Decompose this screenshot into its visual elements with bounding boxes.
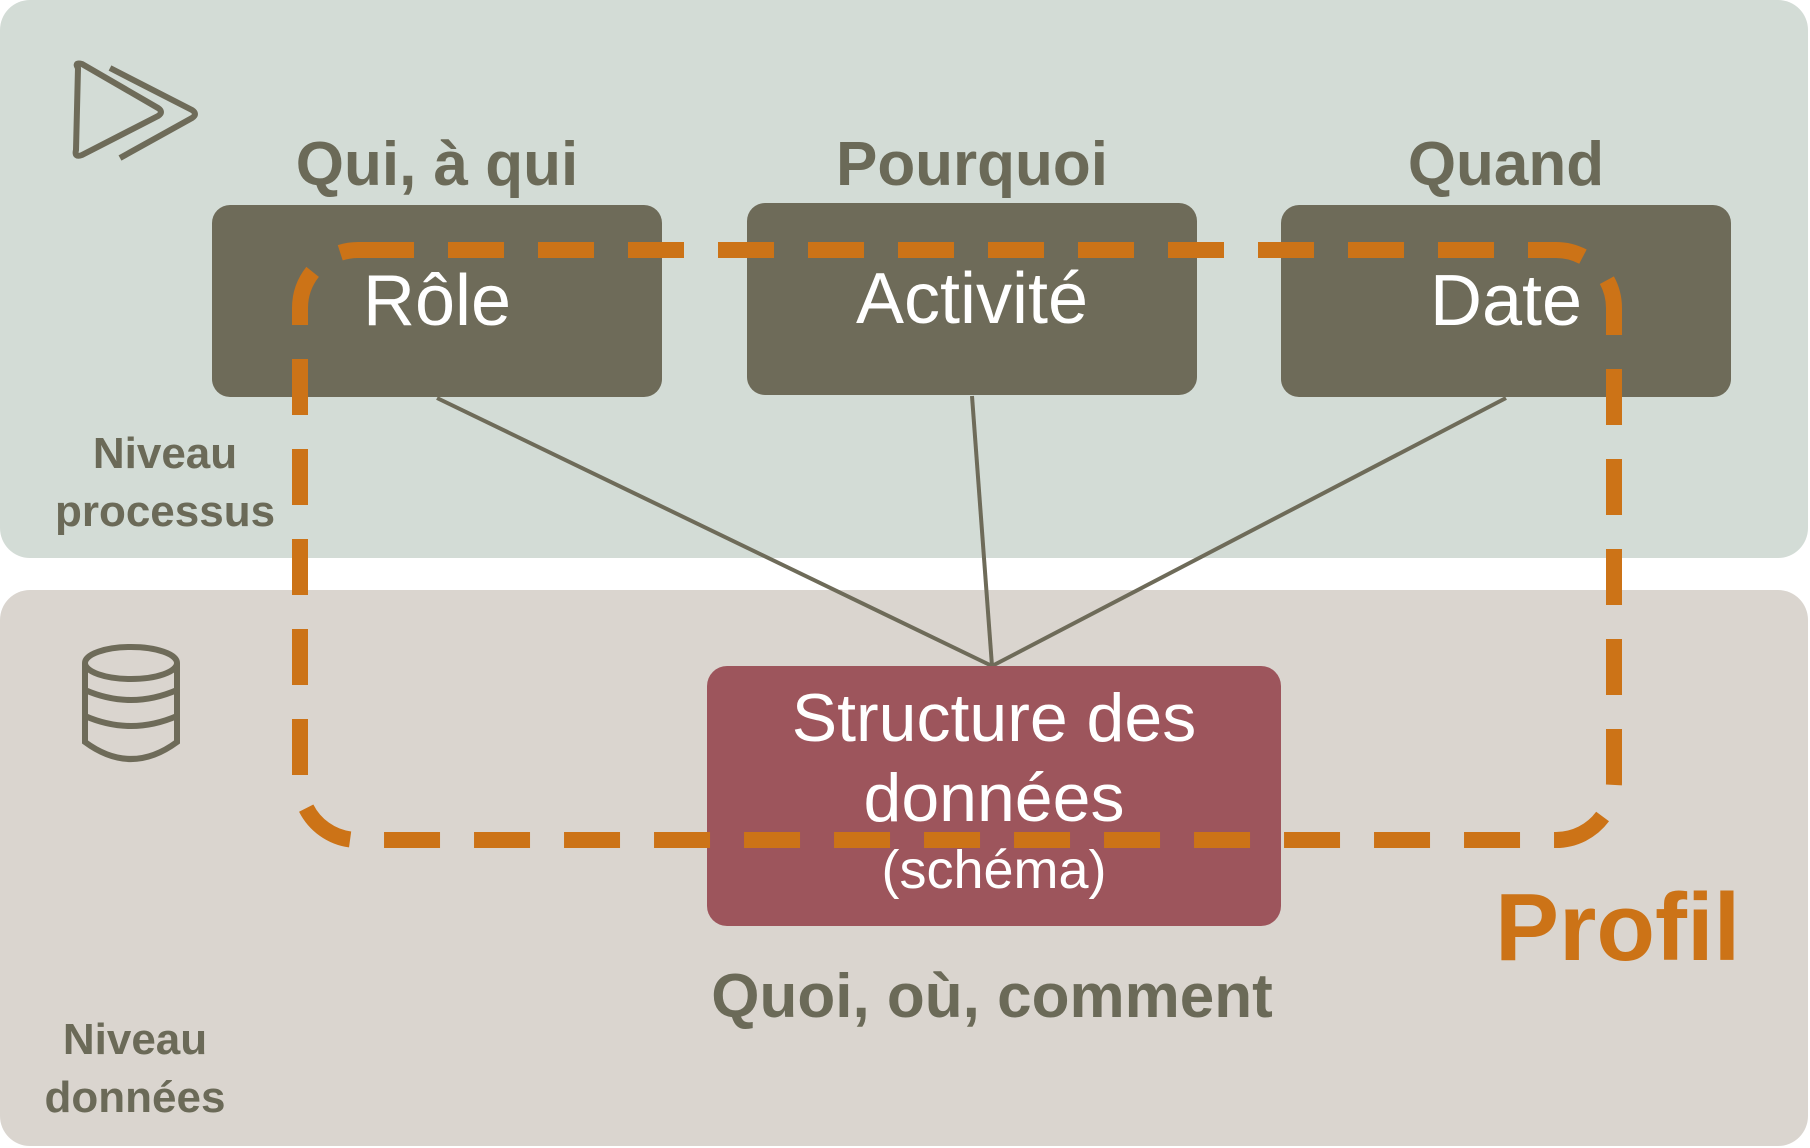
role-box: Rôle	[212, 205, 662, 397]
heading-who: Qui, à qui	[295, 130, 579, 199]
data-box-line3: (schéma)	[881, 840, 1107, 900]
heading-when: Quand	[1407, 130, 1605, 199]
process-level-label-line2: processus	[54, 487, 276, 536]
connector-role	[436, 396, 993, 668]
process-level-label: Niveau processus	[40, 425, 290, 541]
fast-forward-icon	[72, 60, 198, 161]
data-level-label: Niveau données	[20, 1011, 250, 1127]
data-box-line2: données	[863, 760, 1125, 836]
heading-why: Pourquoi	[835, 130, 1109, 199]
profile-dashed-outline	[292, 242, 1622, 848]
heading-what: Quoi, où, comment	[711, 962, 1273, 1031]
database-icon	[82, 644, 180, 762]
data-level-label-line2: données	[44, 1073, 226, 1122]
data-structure-box: Structure des données (schéma)	[707, 666, 1281, 926]
date-label: Date	[1429, 261, 1583, 341]
role-label: Rôle	[362, 261, 512, 341]
date-box: Date	[1281, 205, 1731, 397]
process-level-label-line1: Niveau	[92, 429, 238, 478]
data-box-line1: Structure des	[791, 680, 1197, 756]
data-level-label-line1: Niveau	[62, 1015, 208, 1064]
connector-lines	[436, 395, 1507, 668]
connector-activity	[970, 395, 994, 667]
connector-date	[991, 396, 1507, 668]
activity-box: Activité	[747, 203, 1197, 395]
activity-label: Activité	[855, 259, 1089, 339]
profile-label: Profil	[1495, 874, 1741, 981]
